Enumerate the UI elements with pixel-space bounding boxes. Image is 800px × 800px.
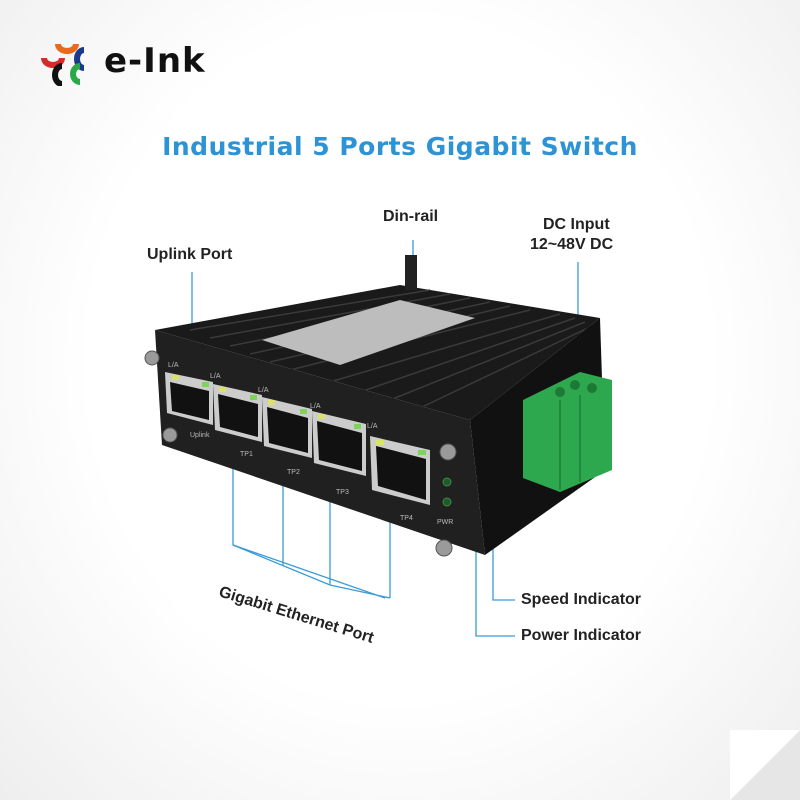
din-rail-callout-label: Din-rail: [383, 208, 439, 225]
brand-logo: e-Ink: [40, 36, 206, 86]
uplink-port-callout-label: Uplink Port: [147, 246, 233, 263]
tp-label: TP2: [287, 469, 300, 476]
brand-name: e-Ink: [104, 41, 206, 81]
top-heatsink: [155, 285, 600, 420]
screws: [144, 350, 457, 557]
pwr-label: PWR: [437, 519, 453, 526]
tp-label: TP4: [400, 515, 413, 522]
la-label: L/A: [210, 373, 221, 380]
switch-device: L/A L/A L/A L/A L/A Uplink TP1 TP2 TP3 T…: [144, 255, 612, 557]
rj45-ports: [165, 372, 430, 505]
dc-input-callout-label: DC Input: [543, 216, 610, 233]
product-label-plate: [262, 300, 475, 365]
power-indicator-led: [442, 497, 452, 507]
page-curl: [730, 730, 800, 800]
port-tp2: [262, 397, 312, 458]
la-label: L/A: [367, 423, 378, 430]
port-tp3: [312, 411, 366, 476]
logo-mark-icon: [41, 43, 85, 86]
la-label: L/A: [168, 362, 179, 369]
speed-indicator-led: [442, 477, 452, 487]
uplink-port: [165, 372, 213, 425]
port-tp1: [213, 384, 262, 442]
tp-label: TP1: [240, 451, 253, 458]
port-tp4: [370, 436, 430, 505]
dc-input-voltage-label: 12~48V DC: [530, 236, 614, 253]
page-title: Industrial 5 Ports Gigabit Switch: [162, 132, 638, 161]
la-label: L/A: [310, 403, 321, 410]
power-indicator-callout-label: Power Indicator: [521, 627, 642, 644]
speed-indicator-callout-label: Speed Indicator: [521, 591, 642, 608]
din-rail-clip: [405, 255, 417, 290]
gigabit-port-callout-label: Gigabit Ethernet Port: [217, 584, 376, 647]
dc-terminal-block: [523, 372, 612, 492]
uplink-label: Uplink: [190, 432, 210, 439]
la-label: L/A: [258, 387, 269, 394]
tp-label: TP3: [336, 489, 349, 496]
